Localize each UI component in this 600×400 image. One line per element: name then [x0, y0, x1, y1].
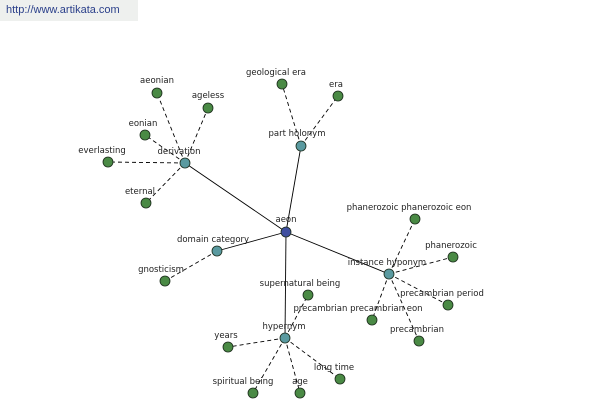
center-label-aeon: aeon	[275, 215, 296, 225]
leaf-label-ageless: ageless	[192, 91, 225, 101]
edge-instance-hyponym-precambrian-precambrian-eon	[371, 273, 390, 321]
leaf-label-everlasting: everlasting	[78, 146, 125, 156]
edge-hypernym-age	[284, 337, 301, 394]
edge-hypernym-supernatural-being	[284, 294, 309, 339]
center-node-aeon[interactable]	[280, 226, 292, 238]
edge-domain-category-gnosticism	[164, 250, 218, 282]
edge-derivation-eonian	[144, 134, 186, 164]
edge-derivation-aeonian	[156, 92, 186, 164]
edge-aeon-domain-category	[216, 231, 287, 252]
leaf-node-precambrian[interactable]	[413, 335, 425, 347]
edge-aeon-hypernym	[284, 231, 287, 339]
relation-label-domain-category: domain category	[177, 235, 249, 245]
edge-aeon-derivation	[184, 162, 287, 233]
leaf-node-geological-era[interactable]	[276, 78, 288, 90]
edge-hypernym-years	[227, 337, 286, 348]
leaf-label-aeonian: aeonian	[140, 76, 174, 86]
leaf-label-phanerozoic: phanerozoic	[425, 241, 477, 251]
relation-node-instance-hyponym[interactable]	[383, 268, 395, 280]
edge-aeon-instance-hyponym	[285, 231, 390, 275]
leaf-label-years: years	[214, 331, 238, 341]
leaf-node-precambrian-precambrian-eon[interactable]	[366, 314, 378, 326]
edge-aeon-part-holonym	[285, 145, 302, 233]
leaf-node-precambrian-period[interactable]	[442, 299, 454, 311]
leaf-label-supernatural-being: supernatural being	[260, 279, 341, 289]
leaf-node-phanerozoic-phanerozoic-eon[interactable]	[409, 213, 421, 225]
edge-hypernym-long-time	[284, 337, 341, 380]
leaf-label-eonian: eonian	[129, 119, 158, 129]
edge-part-holonym-era	[300, 95, 339, 147]
leaf-label-era: era	[329, 80, 343, 90]
graph-edges	[107, 83, 454, 394]
edge-derivation-ageless	[184, 107, 209, 164]
leaf-node-long-time[interactable]	[334, 373, 346, 385]
leaf-node-gnosticism[interactable]	[159, 275, 171, 287]
relation-label-hypernym: hypernym	[262, 322, 305, 332]
leaf-node-ageless[interactable]	[202, 102, 214, 114]
leaf-node-supernatural-being[interactable]	[302, 289, 314, 301]
leaf-label-geological-era: geological era	[246, 68, 306, 78]
leaf-label-phanerozoic-phanerozoic-eon: phanerozoic phanerozoic eon	[347, 203, 472, 213]
edge-instance-hyponym-precambrian	[388, 273, 420, 342]
leaf-node-age[interactable]	[294, 387, 306, 399]
leaf-label-eternal: eternal	[125, 187, 155, 197]
relation-label-instance-hyponym: instance hyponym	[348, 258, 426, 268]
edge-derivation-eternal	[145, 162, 186, 204]
leaf-node-aeonian[interactable]	[151, 87, 163, 99]
graph-nodes	[102, 78, 459, 399]
relation-node-derivation[interactable]	[179, 157, 191, 169]
leaf-label-age: age	[292, 377, 308, 387]
leaf-label-precambrian-period: precambrian period	[400, 289, 484, 299]
leaf-label-spiritual-being: spiritual being	[213, 377, 274, 387]
leaf-node-spiritual-being[interactable]	[247, 387, 259, 399]
watermark: http://www.artikata.com	[0, 0, 138, 21]
leaf-node-phanerozoic[interactable]	[447, 251, 459, 263]
leaf-label-gnosticism: gnosticism	[138, 265, 184, 275]
leaf-label-precambrian: precambrian	[390, 325, 444, 335]
edge-part-holonym-geological-era	[281, 83, 302, 147]
leaf-node-eternal[interactable]	[140, 197, 152, 209]
relation-node-hypernym[interactable]	[279, 332, 291, 344]
leaf-node-era[interactable]	[332, 90, 344, 102]
relation-label-derivation: derivation	[157, 147, 200, 157]
leaf-label-long-time: long time	[314, 363, 354, 373]
leaf-node-eonian[interactable]	[139, 129, 151, 141]
relation-label-part-holonym: part holonym	[269, 129, 326, 139]
leaf-label-precambrian-precambrian-eon: precambrian precambrian eon	[293, 304, 422, 314]
leaf-node-years[interactable]	[222, 341, 234, 353]
edge-instance-hyponym-phanerozoic-phanerozoic-eon	[388, 218, 416, 275]
leaf-node-everlasting[interactable]	[102, 156, 114, 168]
relation-node-part-holonym[interactable]	[295, 140, 307, 152]
watermark-text: http://www.artikata.com	[6, 4, 120, 16]
edge-hypernym-spiritual-being	[252, 337, 286, 394]
graph-labels: aeonian ageless eonian everlasting eternal de…	[78, 68, 484, 387]
edge-derivation-everlasting	[107, 161, 186, 164]
relation-node-domain-category[interactable]	[211, 245, 223, 257]
